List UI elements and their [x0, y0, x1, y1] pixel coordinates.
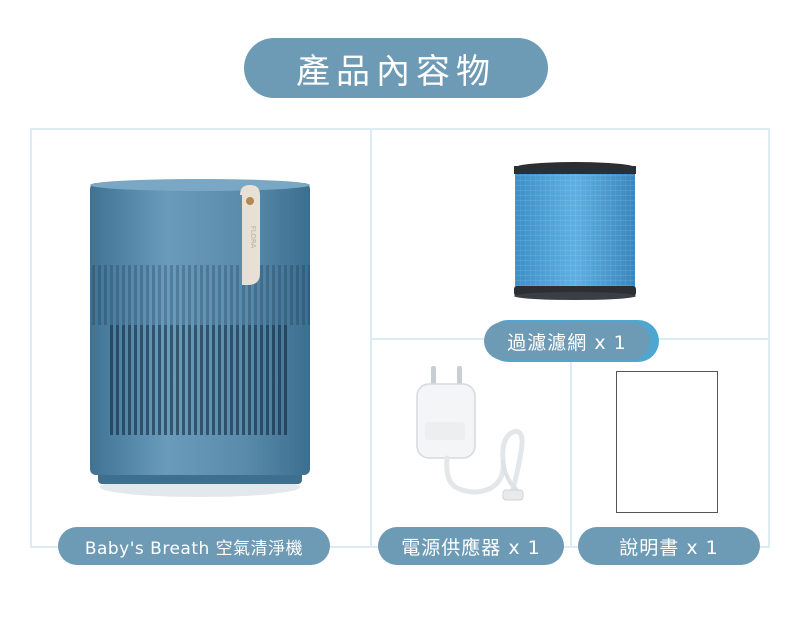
brand-mark: FLORA — [249, 226, 257, 249]
power-adapter-image — [416, 366, 525, 501]
manual-image — [616, 371, 718, 513]
page-title: 產品內容物 — [244, 38, 548, 98]
label-manual: 說明書 x 1 — [578, 527, 760, 565]
label-purifier: Baby's Breath 空氣清淨機 — [58, 527, 330, 565]
air-purifier-image: FLORA — [90, 179, 310, 497]
label-adapter: 電源供應器 x 1 — [378, 527, 564, 565]
filter-image — [514, 162, 636, 300]
label-filter: 過濾濾網 x 1 — [484, 322, 650, 360]
